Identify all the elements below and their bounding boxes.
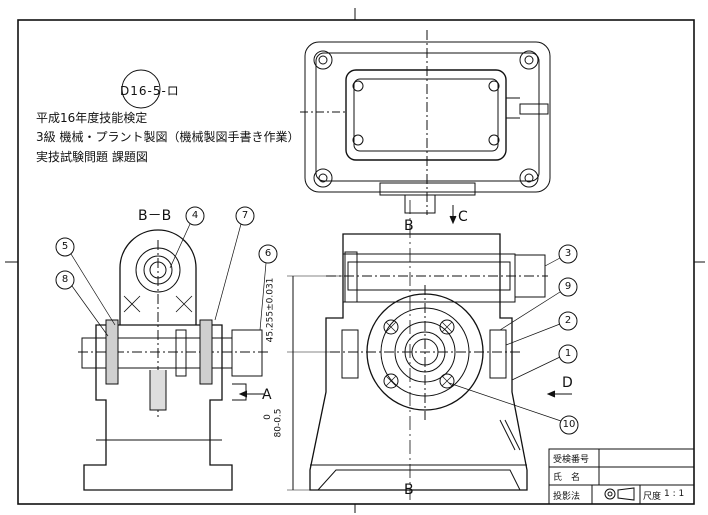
balloon-label-7: 7 xyxy=(241,210,249,221)
code-circle xyxy=(121,69,161,109)
balloon-1 xyxy=(558,344,578,364)
view-label-a: A xyxy=(262,387,272,403)
title-block-examinee-no: 受検番号 xyxy=(553,455,590,465)
section-mark-b-top: B xyxy=(404,218,414,234)
dimension-base-height: 80-0.5 xyxy=(273,408,284,438)
balloon-3 xyxy=(558,244,578,264)
top-view xyxy=(300,30,551,215)
balloon-label-4: 4 xyxy=(191,210,199,221)
balloon-5 xyxy=(55,237,75,257)
front-view xyxy=(309,233,548,491)
balloon-4 xyxy=(185,206,205,226)
balloon-label-6: 6 xyxy=(264,248,272,259)
balloon-7 xyxy=(235,206,255,226)
section-label-bb: B－B xyxy=(138,208,172,224)
balloon-label-5: 5 xyxy=(61,241,69,252)
balloon-8 xyxy=(55,270,75,290)
balloon-2 xyxy=(558,311,578,331)
balloon-label-10: 10 xyxy=(562,419,576,430)
balloon-10 xyxy=(559,415,579,435)
title-block-name: 氏 名 xyxy=(553,473,581,483)
section-view-bb xyxy=(78,229,268,491)
balloon-9 xyxy=(558,277,578,297)
title-block-scale-label: 尺度 xyxy=(643,492,662,502)
dimension-base-top: 0 xyxy=(262,414,273,420)
balloon-label-3: 3 xyxy=(564,248,572,259)
balloon-label-9: 9 xyxy=(564,281,572,292)
view-label-c: C xyxy=(458,209,468,225)
drawing-code: D16-5-ロ xyxy=(120,84,180,98)
header-line-1: 平成16年度技能検定 xyxy=(36,111,148,125)
balloon-label-8: 8 xyxy=(61,274,69,285)
balloon-label-1: 1 xyxy=(564,348,572,359)
dimension-center-height: 45.255±0.031 xyxy=(265,277,276,343)
balloon-label-2: 2 xyxy=(564,315,572,326)
balloon-6 xyxy=(258,244,278,264)
title-block-projection: 投影法 xyxy=(553,492,581,502)
header-line-2: 3級 機械・プラント製図（機械製図手書き作業） xyxy=(36,130,300,144)
section-mark-b-bottom: B xyxy=(404,482,414,498)
view-label-d: D xyxy=(562,375,573,391)
header-line-3: 実技試験問題 課題図 xyxy=(36,150,148,164)
title-block xyxy=(548,448,695,505)
title-block-scale-value: 1 : 1 xyxy=(664,489,685,499)
